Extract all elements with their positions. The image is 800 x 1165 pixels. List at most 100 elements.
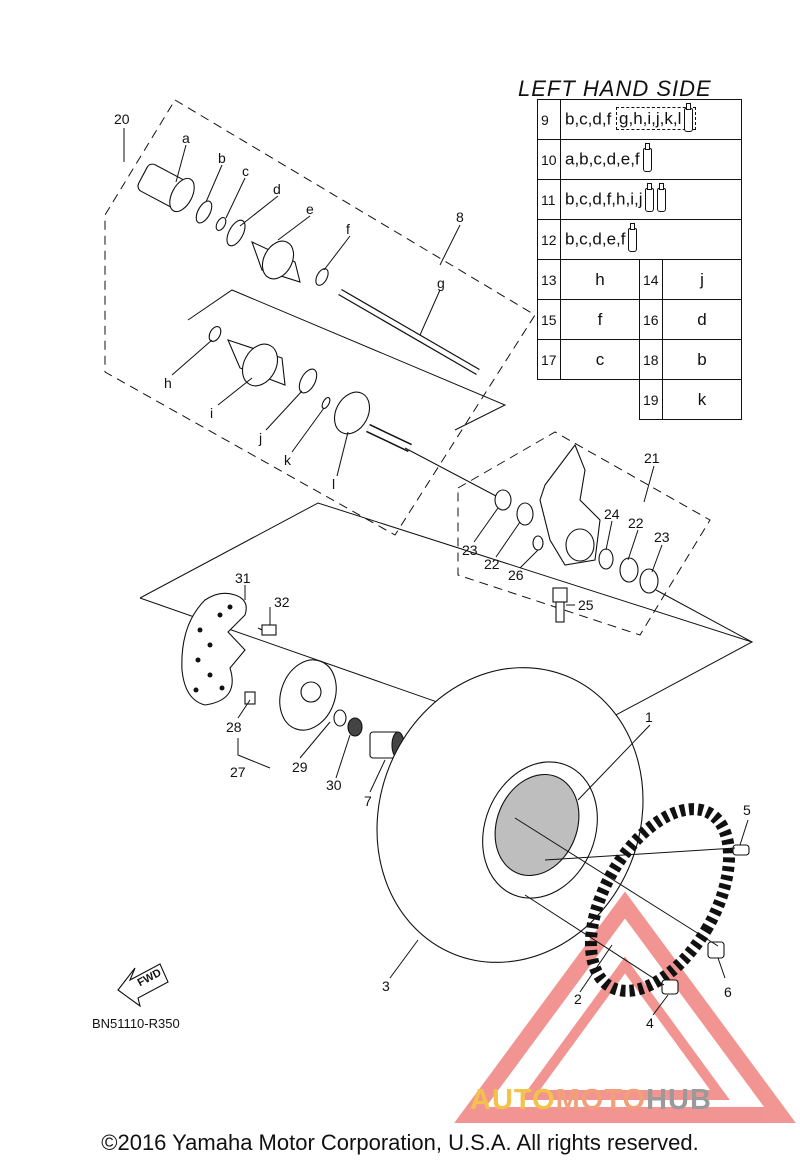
row-parts: a,b,c,d,e,f — [565, 148, 640, 168]
table-row: 13 h 14 j — [537, 259, 742, 300]
watermark-part-hub: HUB — [646, 1084, 712, 1116]
row-number: 11 — [537, 179, 561, 220]
table-row: 10 a,b,c,d,e,f — [537, 139, 742, 180]
diagram-code: BN51110-R350 — [92, 1016, 180, 1031]
row-number: 17 — [537, 339, 561, 380]
callout-k: k — [284, 452, 292, 468]
watermark-part-moto: MOTO — [555, 1084, 647, 1116]
callout-e: e — [306, 201, 314, 217]
watermark-text: AUTOMOTOHUB — [470, 1084, 712, 1117]
callout-23-left: 23 — [462, 542, 478, 558]
circlip-26 — [532, 535, 544, 551]
callout-27: 27 — [230, 764, 246, 780]
row-number: 14 — [639, 259, 663, 300]
bolt-32 — [257, 624, 277, 636]
row-part: j — [662, 259, 742, 300]
callout-a: a — [182, 130, 190, 146]
row-number: 19 — [639, 379, 663, 420]
row-number: 12 — [537, 219, 561, 260]
callout-5: 5 — [743, 802, 751, 818]
circlip-h — [208, 326, 222, 342]
callout-j: j — [258, 430, 262, 446]
row-part: h — [560, 259, 640, 300]
callout-g: g — [437, 275, 445, 291]
callout-8: 8 — [456, 209, 464, 225]
forward-arrow-icon — [117, 963, 169, 1008]
brake-disc-holes — [193, 604, 233, 693]
row-parts: b,c,d,e,f — [565, 228, 626, 248]
bolt-4 — [661, 979, 679, 995]
row-part: f — [560, 299, 640, 340]
wheel-rim-1 — [482, 761, 598, 899]
callout-32: 32 — [274, 594, 290, 610]
row-contents: a,b,c,d,e,f — [560, 139, 742, 180]
callout-1: 1 — [645, 709, 653, 725]
circlip-c — [215, 216, 227, 232]
parts-set-table: 9 b,c,d,f g,h,i,j,k,l 10 a,b,c,d,e,f 11 … — [537, 99, 742, 420]
oil-seal-23-right — [639, 568, 659, 594]
callout-30: 30 — [326, 777, 342, 793]
callout-b: b — [218, 150, 226, 166]
row-part: d — [662, 299, 742, 340]
callout-31: 31 — [235, 570, 251, 586]
row-number: 10 — [537, 139, 561, 180]
callout-h: h — [164, 375, 172, 391]
callout-23-right: 23 — [654, 529, 670, 545]
callout-i: i — [210, 405, 213, 421]
empty-cell — [561, 380, 640, 420]
ball-joint-25 — [552, 587, 568, 623]
band-j — [298, 368, 318, 394]
grease-tube-icon — [684, 102, 694, 132]
drive-shaft-g — [338, 288, 480, 376]
band-f — [315, 268, 329, 286]
grease-tube-icon — [642, 142, 652, 172]
callout-21: 21 — [644, 450, 660, 466]
wheel-hub-27 — [279, 659, 337, 731]
empty-cell — [538, 380, 561, 420]
table-row: 15 f 16 d — [537, 299, 742, 340]
callout-29: 29 — [292, 759, 308, 775]
circlip-k — [321, 396, 331, 410]
outer-cv-joint-a — [137, 163, 195, 213]
callout-7: 7 — [364, 793, 372, 809]
table-row: 17 c 18 b — [537, 339, 742, 380]
grease-tube-icon — [657, 182, 667, 212]
row-number: 13 — [537, 259, 561, 300]
row-part: b — [662, 339, 742, 380]
bearing-22-right — [619, 557, 639, 583]
callout-26: 26 — [508, 567, 524, 583]
row-number: 16 — [639, 299, 663, 340]
steering-knuckle — [539, 443, 601, 566]
table-row: 11 b,c,d,f,h,i,j — [537, 179, 742, 220]
callout-f: f — [346, 221, 350, 237]
copyright-notice: ©2016 Yamaha Motor Corporation, U.S.A. A… — [101, 1130, 699, 1155]
boot-e — [251, 240, 301, 283]
callout-3: 3 — [382, 978, 390, 994]
row-number: 9 — [537, 99, 561, 140]
bolt-28 — [244, 691, 256, 705]
boot-i — [227, 339, 286, 387]
row-contents: b,c,d,f,h,i,j — [560, 179, 742, 220]
grease-tube-icon — [628, 222, 638, 252]
washer-29 — [333, 709, 347, 727]
callout-22-left: 22 — [484, 556, 500, 572]
boot-kit-outline — [187, 289, 507, 431]
shaft-assembly-group-outline — [104, 99, 536, 536]
callout-l: l — [332, 476, 335, 492]
row-contents: b,c,d,e,f — [560, 219, 742, 260]
row-parts: b,c,d,f — [565, 108, 612, 128]
row-part: c — [560, 339, 640, 380]
watermark-triangle-logo — [454, 891, 796, 1123]
callout-d: d — [273, 181, 281, 197]
bolt-5 — [732, 844, 750, 856]
table-row: 9 b,c,d,f g,h,i,j,k,l — [537, 99, 742, 140]
beadlock-ring-2 — [584, 803, 736, 997]
callout-labels: 20 a b c d e f g 8 h i j k l 21 23 22 26… — [114, 111, 751, 1031]
grease-tube-icon — [645, 182, 655, 212]
bearing-22-left — [516, 502, 534, 526]
table-row: 12 b,c,d,e,f — [537, 219, 742, 260]
callout-24: 24 — [604, 506, 620, 522]
row-part: k — [662, 379, 742, 420]
wheel-center — [494, 773, 580, 877]
